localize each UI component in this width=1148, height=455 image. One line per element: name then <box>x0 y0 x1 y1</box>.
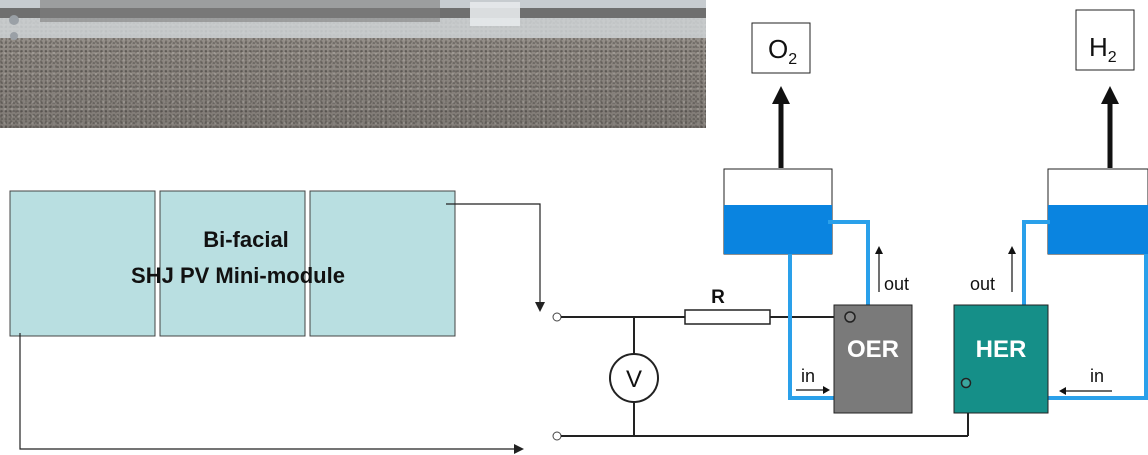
oer-out-label: out <box>884 274 909 294</box>
oer-tank-water <box>724 205 832 254</box>
resistor <box>685 310 770 324</box>
voltmeter-label: V <box>626 366 642 393</box>
oer-in-label: in <box>801 366 815 386</box>
o2-arrow-head <box>772 86 790 104</box>
resistor-label: R <box>711 287 725 308</box>
her-out-arrow-head <box>1008 246 1016 254</box>
oer-outlet-tube <box>828 222 868 306</box>
oer-label: OER <box>847 336 899 363</box>
module-bottom-wire <box>20 333 516 449</box>
module-top-wire <box>446 204 540 306</box>
oer-terminal <box>845 312 855 322</box>
module-label-line2: SHJ PV Mini-module <box>131 263 345 288</box>
her-in-arrow-head <box>1059 387 1066 395</box>
oer-in-arrow-head <box>823 386 830 394</box>
module-bottom-wire-arrow <box>514 444 524 454</box>
her-outlet-tube <box>1024 222 1050 306</box>
terminal-bottom <box>553 432 561 440</box>
her-out-label: out <box>970 274 995 294</box>
her-label: HER <box>976 336 1027 363</box>
her-in-label: in <box>1090 366 1104 386</box>
her-terminal <box>962 379 971 388</box>
oer-out-arrow-head <box>875 246 883 254</box>
her-tank-water <box>1048 205 1148 254</box>
module-label-line1: Bi-facial <box>203 227 289 252</box>
module-top-wire-arrow <box>535 302 545 312</box>
h2-arrow-head <box>1101 86 1119 104</box>
terminal-top <box>553 313 561 321</box>
